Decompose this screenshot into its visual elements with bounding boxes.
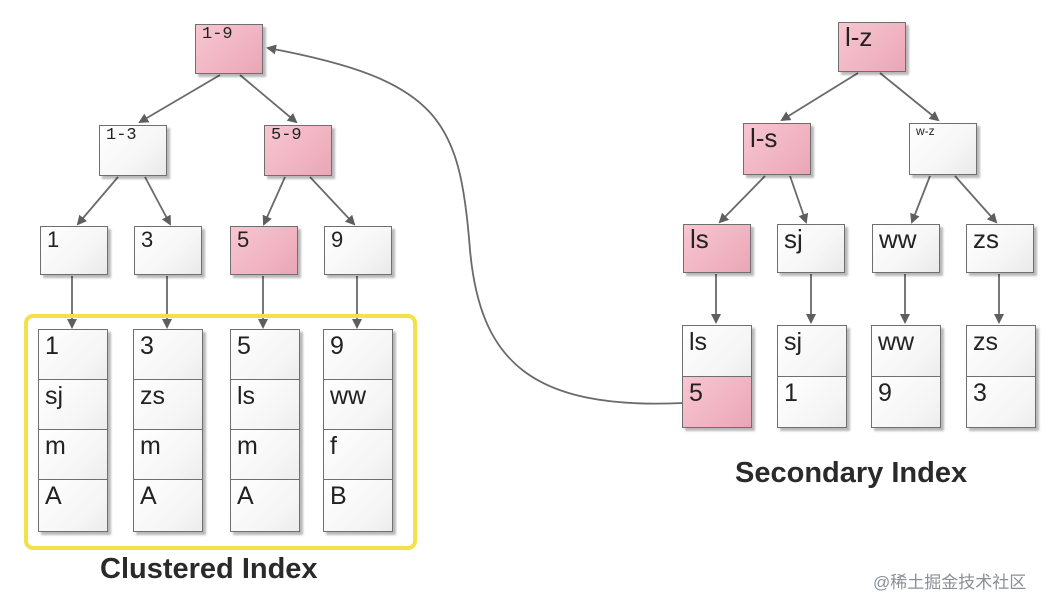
clustered-index-caption: Clustered Index [100,553,318,585]
node-label: sj [784,224,803,254]
row-key-cell: 1 [38,329,108,380]
secondary-left-branch-node: l-s [743,123,811,175]
row-key-cell: ls [682,325,752,377]
secondary-row-column: ww 9 [871,325,941,428]
row-name-cell: zs [133,379,203,430]
row-grade-cell: A [133,479,203,532]
row-key-cell: sj [777,325,847,377]
node-label: 5-9 [271,126,302,145]
row-pk-cell: 5 [682,376,752,428]
secondary-leaf-node: ls [683,224,751,273]
row-pk-cell: 1 [777,376,847,428]
row-key-cell: 5 [230,329,300,380]
node-label: 1-9 [202,25,233,44]
node-label: 5 [237,227,250,252]
row-key-cell: ww [871,325,941,377]
clustered-rows-highlight-frame [24,314,417,550]
secondary-leaf-node: ww [872,224,940,273]
secondary-right-branch-node: w-z [909,123,977,175]
secondary-root-node: l-z [838,22,906,72]
node-label: ls [690,224,709,254]
edge-sleft-to-sj [789,175,809,224]
clustered-right-branch-node: 5-9 [264,125,332,176]
clustered-row-column: 3 zs m A [133,329,203,532]
edge-right-to-leaf9 [309,176,356,226]
secondary-row-column: ls 5 [682,325,752,428]
clustered-leaf-node: 9 [324,226,392,275]
clustered-root-node: 1-9 [195,24,263,74]
row-gender-cell: m [230,429,300,480]
row-gender-cell: f [323,429,393,480]
edge-root-to-right [239,74,298,124]
node-label: l-s [750,123,778,153]
row-pk-cell: 9 [871,376,941,428]
secondary-row-column: sj 1 [777,325,847,428]
clustered-row-column: 5 ls m A [230,329,300,532]
node-label: ww [879,224,917,254]
secondary-index-caption: Secondary Index [735,457,968,489]
clustered-leaf-node: 3 [134,226,202,275]
edge-sright-to-ww [910,175,931,224]
row-name-cell: ls [230,379,300,430]
edge-lookup-to-root [266,44,684,405]
edge-sright-to-zs [954,175,998,224]
row-gender-cell: m [38,429,108,480]
node-label: l-z [845,22,873,52]
edge-left-to-leaf3 [144,176,171,226]
node-label: w-z [916,124,935,138]
node-label: 1-3 [106,126,137,145]
row-grade-cell: A [38,479,108,532]
row-pk-cell: 3 [966,376,1036,428]
edge-right-to-leaf5 [262,176,286,226]
watermark: @稀土掘金技术社区 [873,573,1027,592]
edge-sleft-to-ls [718,175,766,224]
clustered-leaf-node: 1 [40,226,108,275]
edge-root-to-left [138,74,221,124]
row-grade-cell: A [230,479,300,532]
secondary-row-column: zs 3 [966,325,1036,428]
node-label: 1 [47,227,60,252]
row-name-cell: ww [323,379,393,430]
row-grade-cell: B [323,479,393,532]
secondary-leaf-node: sj [777,224,845,273]
edge-left-to-leaf1 [76,176,119,226]
node-label: zs [973,224,999,254]
clustered-row-column: 1 sj m A [38,329,108,532]
edge-sroot-to-right [879,72,940,122]
edge-sroot-to-left [780,72,859,122]
node-label: 3 [141,227,154,252]
row-name-cell: sj [38,379,108,430]
clustered-left-branch-node: 1-3 [99,125,167,176]
node-label: 9 [331,227,344,252]
secondary-leaf-node: zs [966,224,1034,273]
row-key-cell: zs [966,325,1036,377]
row-gender-cell: m [133,429,203,480]
clustered-row-column: 9 ww f B [323,329,393,532]
clustered-leaf-node: 5 [230,226,298,275]
row-key-cell: 3 [133,329,203,380]
